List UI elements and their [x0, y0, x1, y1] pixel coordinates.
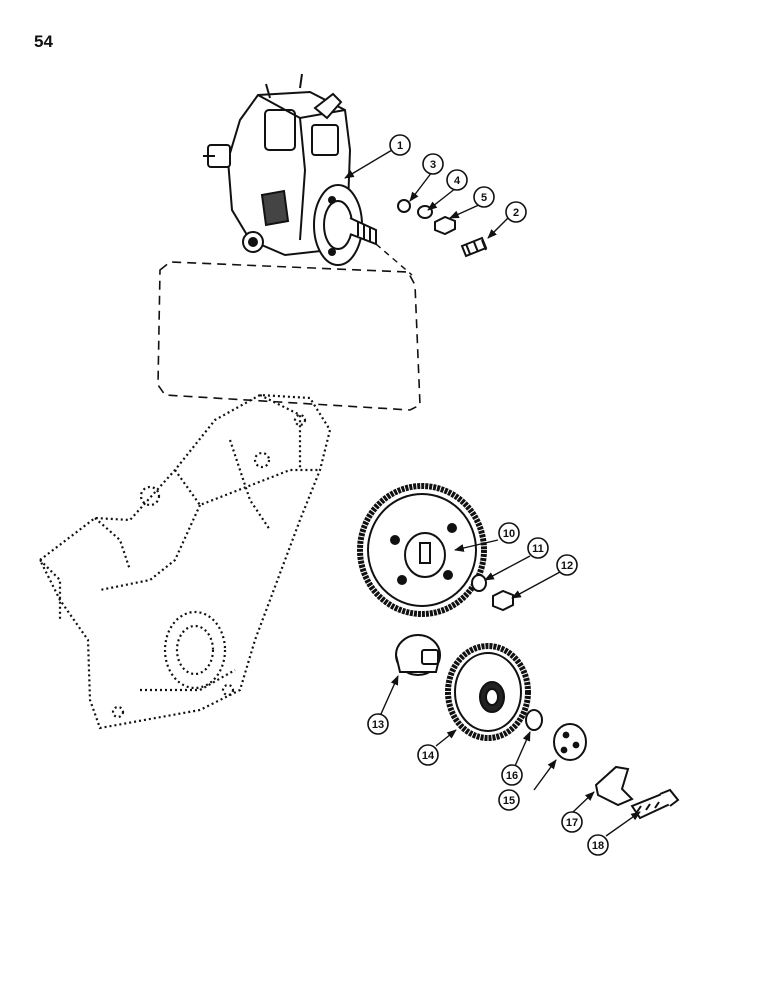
callout-18: 18: [587, 834, 609, 856]
bolt-18: [630, 788, 680, 820]
callout-4: 4: [446, 169, 468, 191]
lockplate-17: [594, 765, 634, 807]
callout-label: 2: [513, 207, 519, 219]
callout-label: 10: [503, 528, 515, 540]
callout-14: 14: [417, 744, 439, 766]
callout-2: 2: [505, 201, 527, 223]
callout-12: 12: [556, 554, 578, 576]
gear-hardware: [471, 574, 514, 612]
page-number: 54: [34, 32, 53, 51]
nut-12: [492, 589, 514, 612]
callout-label: 16: [506, 770, 518, 782]
callout-label: 11: [532, 543, 544, 555]
plate-15: [553, 723, 587, 761]
pump-drive-gear: [357, 483, 487, 617]
callout-label: 17: [566, 817, 578, 829]
idler-hub: [395, 634, 441, 676]
gasket-outline: [157, 261, 421, 411]
callout-label: 12: [561, 560, 573, 572]
callout-10: 10: [498, 522, 520, 544]
callout-label: 1: [397, 140, 403, 152]
callout-15: 15: [498, 789, 520, 811]
callout-label: 15: [503, 795, 515, 807]
idler-hardware: [525, 709, 680, 820]
callout-17: 17: [561, 811, 583, 833]
callout-13: 13: [367, 713, 389, 735]
timing-gear-housing: [38, 393, 332, 730]
callout-label: 3: [430, 159, 436, 171]
thrust-washer-16: [525, 709, 543, 731]
callout-label: 4: [454, 175, 461, 187]
leader-lines: [344, 149, 641, 837]
callout-3: 3: [422, 153, 444, 175]
gasket-leader-line: [375, 243, 413, 276]
lockwasher-11: [471, 574, 487, 592]
injection-pump: [203, 73, 377, 266]
idler-gear: [445, 643, 531, 741]
callout-16: 16: [501, 764, 523, 786]
callout-5: 5: [473, 186, 495, 208]
callout-label: 5: [481, 192, 487, 204]
callout-label: 13: [372, 719, 384, 731]
callout-11: 11: [527, 537, 549, 559]
callout-1: 1: [389, 134, 411, 156]
washer-3: [396, 199, 412, 213]
nut-5: [434, 215, 456, 236]
callout-label: 18: [592, 840, 604, 852]
callout-label: 14: [422, 750, 435, 762]
